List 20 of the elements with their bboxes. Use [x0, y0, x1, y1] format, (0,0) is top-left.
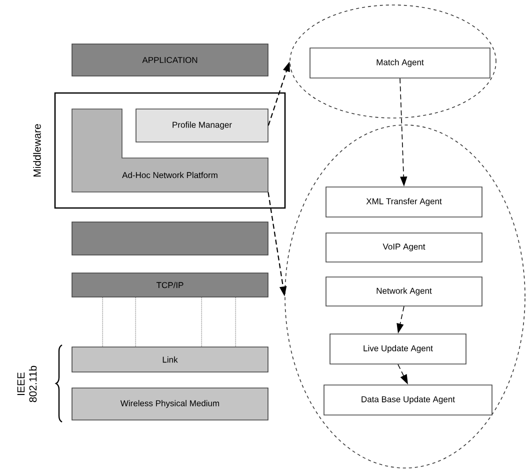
layer-box: APPLICATION — [72, 44, 268, 76]
dashed-ellipse — [290, 4, 496, 118]
layer-box: TCP/IP — [72, 272, 268, 298]
connector-line — [235, 297, 236, 347]
agent-box: VoIP Agent — [326, 232, 482, 262]
layer-box — [72, 222, 268, 256]
agent-box: Network Agent — [326, 276, 482, 306]
layer-box: Profile Manager — [136, 108, 268, 142]
layer-box: Link — [72, 346, 268, 372]
layer-box: Wireless Physical Medium — [72, 388, 268, 420]
connector-line — [135, 297, 136, 347]
agent-box: Live Update Agent — [330, 334, 466, 364]
node-label: Middleware — [33, 124, 41, 176]
connector-line — [201, 297, 202, 347]
agent-box: Match Agent — [310, 48, 490, 78]
connector-line — [102, 297, 103, 347]
standard-label: IEEE 802.11b — [17, 366, 37, 402]
agent-box: Data Base Update Agent — [324, 384, 492, 416]
agent-box: XML Transfer Agent — [326, 186, 482, 218]
dashed-ellipse — [284, 124, 526, 468]
